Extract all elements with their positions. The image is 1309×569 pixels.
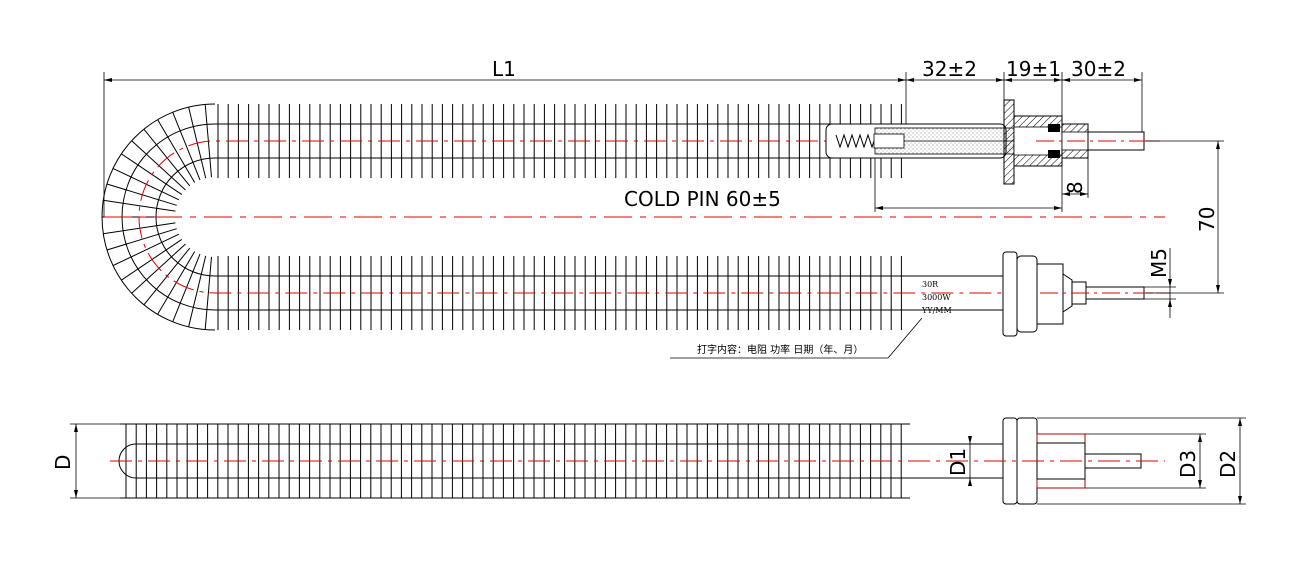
fin (188, 106, 207, 179)
fin (172, 253, 201, 322)
marking-note: 打字内容：电阻 功率 日期（年、月） (697, 343, 863, 356)
dim-30: 30±2 (1071, 57, 1126, 81)
fins-upper (217, 104, 902, 178)
dim-19: 19±1 (1006, 57, 1061, 81)
fin (157, 251, 196, 315)
dim-d: D (51, 455, 75, 470)
dimension-arrows-side (74, 418, 1242, 504)
dimension-labels-top: L1 32±2 19±1 30±2 COLD PIN 60±5 8 70 M5 (492, 57, 1219, 278)
dim-m5: M5 (1147, 248, 1171, 278)
fin (204, 256, 212, 330)
dimension-arrows-top (104, 78, 1220, 307)
lower-terminal (1002, 251, 1168, 337)
marking-date: YY/MM (921, 306, 952, 315)
dim-32: 32±2 (922, 57, 977, 81)
marking-resistance: 30R (922, 280, 939, 289)
fin (157, 119, 196, 183)
dimension-labels-side: D D1 D3 D2 (51, 448, 1240, 478)
centerlines-top (104, 140, 1170, 294)
dim-l1: L1 (492, 57, 516, 81)
fin (106, 228, 177, 251)
upper-terminal-section (825, 99, 1160, 185)
dim-70: 70 (1195, 207, 1219, 232)
fin (143, 247, 191, 306)
marking-text: 30R 3000W YY/MM 打字内容：电阻 功率 日期（年、月） (670, 280, 952, 359)
dim-d2: D2 (1216, 450, 1240, 478)
dim-d3: D3 (1176, 450, 1200, 478)
fin (106, 183, 177, 206)
marking-power: 3000W (922, 293, 951, 302)
fin (112, 233, 180, 267)
dim-cold-pin: COLD PIN 60±5 (624, 187, 781, 211)
marking-leader (670, 317, 923, 359)
bend-fin-envelope (101, 103, 216, 331)
dimension-lines-top (103, 72, 1224, 318)
fin (103, 199, 176, 212)
fin (172, 112, 201, 181)
dimension-lines-side (70, 417, 1246, 505)
dim-d1: D1 (946, 448, 970, 476)
dim-8: 8 (1063, 181, 1087, 194)
fin (188, 255, 207, 328)
fin (121, 153, 183, 196)
fin (121, 238, 183, 281)
fins-bend (102, 104, 212, 330)
fin (103, 222, 176, 235)
